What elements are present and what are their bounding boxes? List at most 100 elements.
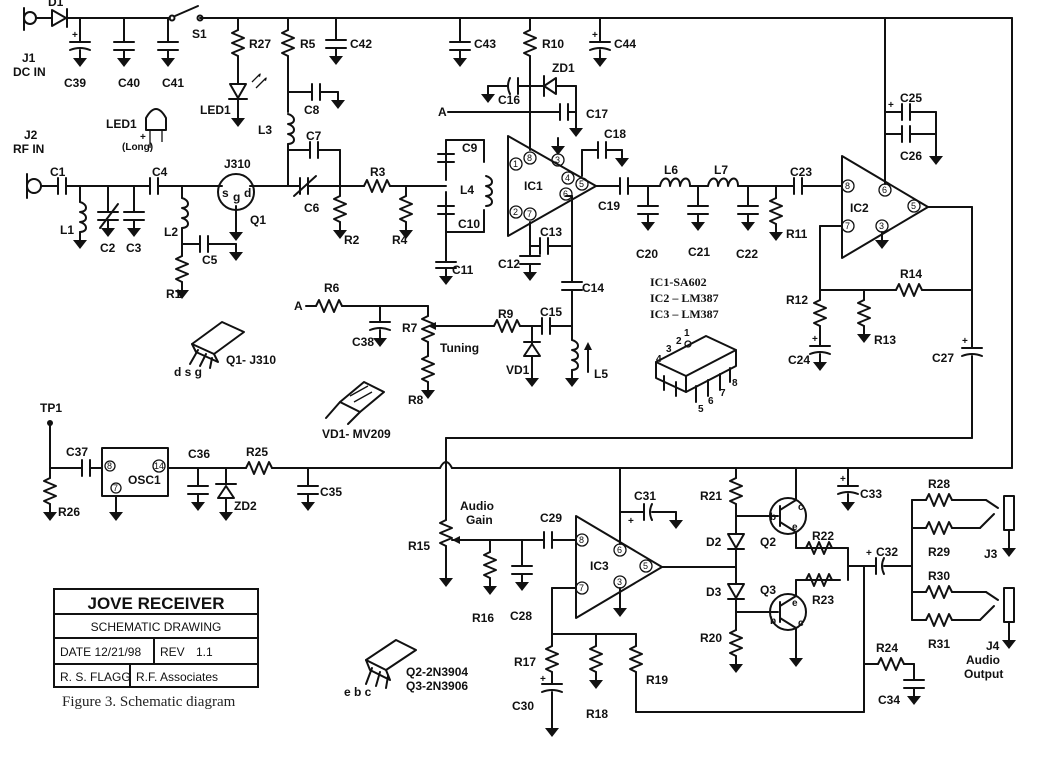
c35-label: C35 [320, 485, 342, 499]
r29-label: R29 [928, 545, 950, 559]
c8-capacitor [287, 83, 346, 110]
c24-capacitor: + [809, 334, 831, 372]
svg-text:5: 5 [911, 201, 916, 211]
svg-text:+: + [888, 100, 894, 111]
svg-text:8: 8 [579, 535, 584, 545]
r17-resistor [545, 633, 559, 685]
svg-text:8: 8 [845, 181, 850, 191]
r12-resistor [813, 289, 827, 347]
led1-schematic [228, 73, 267, 128]
svg-text:e: e [792, 598, 798, 609]
c43-label: C43 [474, 37, 496, 51]
q1-jfet [217, 173, 265, 242]
c22-capacitor [737, 185, 759, 232]
svg-text:7: 7 [579, 583, 584, 593]
osc1-label: OSC1 [128, 473, 161, 487]
tuning-label: Tuning [440, 341, 479, 355]
svg-text:5: 5 [643, 561, 648, 571]
r30-label: R30 [928, 569, 950, 583]
c44-label: C44 [614, 37, 636, 51]
q1-part-label: Q1- J310 [226, 353, 276, 367]
l2-inductor [181, 185, 189, 257]
c10-label: C10 [458, 217, 480, 231]
ic-list-2: IC2 – LM387 [650, 291, 719, 305]
q2-transistor: bce [735, 467, 841, 549]
audio-output-label-2: Output [964, 667, 1003, 681]
dip-pin-3: 3 [666, 344, 672, 355]
j310-label: J310 [224, 157, 251, 171]
j2-sublabel: RF IN [13, 142, 44, 156]
svg-text:3: 3 [555, 155, 560, 165]
c40-label: C40 [118, 76, 140, 90]
q1-label: Q1 [250, 213, 266, 227]
d1-diode [51, 8, 68, 28]
c17-capacitor [447, 103, 584, 138]
zd2-label: ZD2 [234, 499, 257, 513]
r2-resistor [332, 185, 348, 240]
r3-label: R3 [370, 165, 386, 179]
c36-label: C36 [188, 447, 210, 461]
r18-resistor [588, 633, 604, 690]
zd1-label: ZD1 [552, 61, 575, 75]
c3-capacitor [123, 185, 145, 238]
c5-capacitor [181, 235, 244, 262]
svg-text:7: 7 [113, 483, 118, 493]
c13-label: C13 [540, 225, 562, 239]
r18-label: R18 [586, 707, 608, 721]
led1-label: LED1 [200, 103, 231, 117]
c41-label: C41 [162, 76, 184, 90]
l6-inductor [659, 177, 691, 187]
figure-caption: Figure 3. Schematic diagram [62, 694, 236, 710]
c19-capacitor [619, 177, 661, 195]
c25-label: C25 [900, 91, 922, 105]
r17-label: R17 [514, 655, 536, 669]
svg-text:+: + [592, 30, 598, 41]
c42-label: C42 [350, 37, 372, 51]
vd1-label: VD1 [506, 363, 530, 377]
l4-label: L4 [460, 183, 474, 197]
svg-text:7: 7 [527, 209, 532, 219]
r1-resistor [174, 255, 190, 300]
c10-capacitor [437, 191, 485, 263]
c32-label: C32 [876, 545, 898, 559]
c9-capacitor [437, 139, 485, 181]
svg-text:+: + [812, 334, 818, 345]
c18-capacitor [550, 137, 630, 177]
title-block-title: JOVE RECEIVER [88, 594, 225, 613]
c31-label: C31 [634, 489, 656, 503]
r26-label: R26 [58, 505, 80, 519]
c4-capacitor [149, 177, 219, 195]
svg-text:+: + [962, 336, 968, 347]
q1-pin-g: g [233, 190, 240, 204]
c23-label: C23 [790, 165, 812, 179]
dip-pin-4: 4 [656, 354, 662, 365]
r19-label: R19 [646, 673, 668, 687]
c28-capacitor [511, 539, 533, 592]
c37-label: C37 [66, 445, 88, 459]
audio-output-label: Audio [966, 653, 1000, 667]
r9-label: R9 [498, 307, 514, 321]
c11-capacitor [435, 261, 457, 286]
c31-capacitor: + [619, 503, 684, 530]
audio-gain-label-2: Gain [466, 513, 493, 527]
r24-resistor [863, 657, 915, 681]
s1-switch [168, 5, 204, 22]
c2-capacitor [97, 185, 119, 238]
svg-text:8: 8 [527, 153, 532, 163]
j4-jack [1001, 587, 1017, 650]
svg-text:+: + [540, 674, 546, 685]
title-block-rev: REV [160, 645, 185, 659]
q3-label: Q3 [760, 583, 776, 597]
c38-capacitor [369, 305, 391, 348]
c23-capacitor [793, 177, 843, 195]
svg-text:6: 6 [882, 185, 887, 195]
c20-label: C20 [636, 247, 658, 261]
r20-resistor [728, 629, 744, 674]
c27-capacitor: + [445, 336, 983, 521]
r5-label: R5 [300, 37, 316, 51]
q23-part-label-2: Q3-2N3906 [406, 679, 468, 693]
r13-label: R13 [874, 333, 896, 347]
svg-text:b: b [770, 512, 776, 523]
